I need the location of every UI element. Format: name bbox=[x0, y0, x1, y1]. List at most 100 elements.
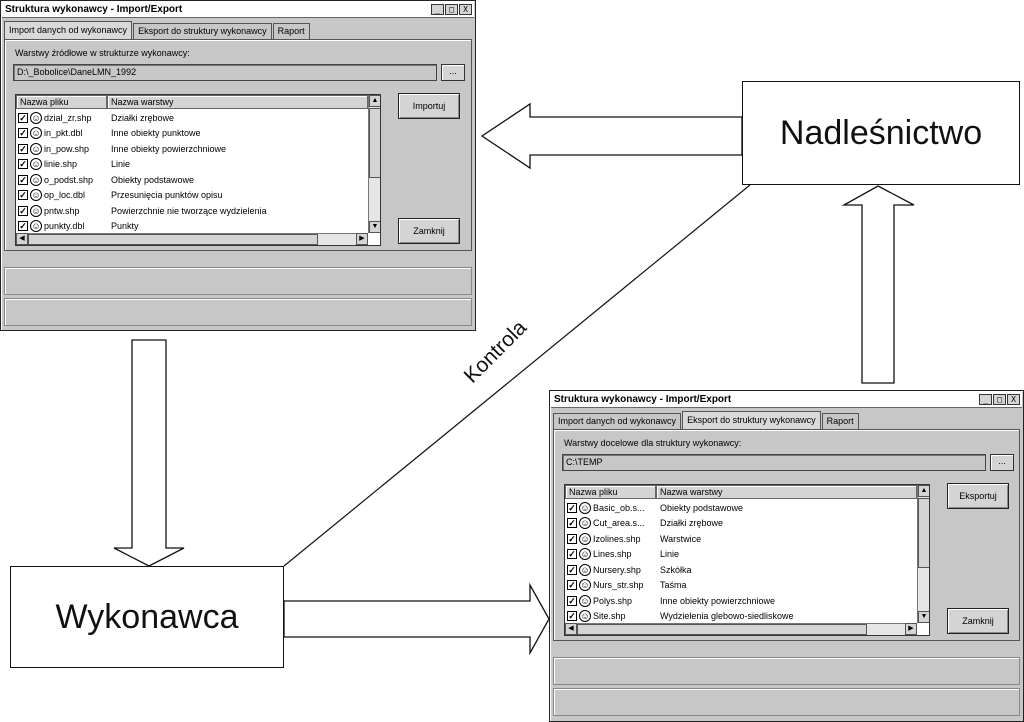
window-titlebar[interactable]: Struktura wykonawcy - Import/Export _□X bbox=[551, 392, 1022, 408]
scroll-down-icon[interactable]: ▼ bbox=[369, 221, 380, 233]
layer-name: Linie bbox=[660, 549, 680, 560]
minimize-button[interactable]: _ bbox=[431, 4, 444, 15]
file-name: o_podst.shp bbox=[44, 174, 94, 185]
vertical-scrollbar[interactable]: ▲▼ bbox=[368, 95, 380, 233]
tab-export[interactable]: Eksport do struktury wykonawcy bbox=[133, 23, 272, 39]
horizontal-scrollbar[interactable]: ◀▶ bbox=[16, 233, 368, 245]
arrow-down-to-wykonawca bbox=[113, 339, 185, 567]
file-cell: ✓☺op_loc.dbl bbox=[16, 189, 107, 202]
list-item[interactable]: ✓☺Izolines.shp Warstwice bbox=[565, 531, 917, 547]
row-checkbox[interactable]: ✓ bbox=[18, 159, 28, 170]
smiley-icon: ☺ bbox=[579, 517, 591, 530]
tab-import[interactable]: Import danych od wykonawcy bbox=[4, 21, 133, 39]
window-controls: _□X bbox=[979, 394, 1020, 405]
horizontal-scrollbar[interactable]: ◀▶ bbox=[565, 623, 917, 635]
column-header-file[interactable]: Nazwa pliku bbox=[16, 95, 107, 109]
browse-button[interactable]: ... bbox=[441, 64, 465, 81]
row-checkbox[interactable]: ✓ bbox=[18, 174, 28, 185]
row-checkbox[interactable]: ✓ bbox=[567, 611, 577, 622]
list-item[interactable]: ✓☺Cut_area.s...Działki zrębowe bbox=[565, 516, 917, 532]
maximize-button[interactable]: □ bbox=[993, 394, 1006, 405]
close-window-button[interactable]: X bbox=[1007, 394, 1020, 405]
tab-report[interactable]: Raport bbox=[821, 413, 859, 429]
row-checkbox[interactable]: ✓ bbox=[567, 564, 577, 575]
file-name: Polys.shp bbox=[593, 595, 633, 606]
close-button[interactable]: Zamknij bbox=[398, 218, 460, 244]
window-title: Struktura wykonawcy - Import/Export bbox=[554, 394, 732, 405]
browse-button[interactable]: ... bbox=[990, 454, 1014, 471]
tab-panel: Warstwy źródłowe w strukturze wykonawcy:… bbox=[4, 39, 472, 251]
layer-name: Przesunięcia punktów opisu bbox=[111, 190, 223, 201]
row-checkbox[interactable]: ✓ bbox=[567, 580, 577, 591]
scroll-right-icon[interactable]: ▶ bbox=[905, 623, 917, 635]
primary-action-button[interactable]: Eksportuj bbox=[947, 483, 1009, 509]
row-checkbox[interactable]: ✓ bbox=[567, 533, 577, 544]
maximize-button[interactable]: □ bbox=[445, 4, 458, 15]
file-name: Izolines.shp bbox=[593, 533, 641, 544]
layer-name: Warstwice bbox=[660, 533, 702, 544]
scroll-right-icon[interactable]: ▶ bbox=[356, 233, 368, 245]
row-checkbox[interactable]: ✓ bbox=[567, 502, 577, 513]
scroll-up-icon[interactable]: ▲ bbox=[369, 95, 380, 107]
scroll-left-icon[interactable]: ◀ bbox=[16, 233, 28, 245]
tab-report[interactable]: Raport bbox=[272, 23, 310, 39]
primary-action-button[interactable]: Importuj bbox=[398, 93, 460, 119]
close-button[interactable]: Zamknij bbox=[947, 608, 1009, 634]
row-checkbox[interactable]: ✓ bbox=[18, 143, 28, 154]
layer-name: Obiekty podstawowe bbox=[660, 502, 744, 513]
hscroll-thumb[interactable] bbox=[577, 624, 867, 635]
file-cell: ✓☺Izolines.shp bbox=[565, 532, 656, 545]
file-cell: ✓☺Basic_ob.s... bbox=[565, 501, 656, 514]
list-item[interactable]: ✓☺op_loc.dbl Przesunięcia punktów opisu bbox=[16, 188, 368, 204]
scroll-thumb[interactable] bbox=[918, 498, 929, 568]
row-checkbox[interactable]: ✓ bbox=[18, 112, 28, 123]
row-checkbox[interactable]: ✓ bbox=[18, 221, 28, 232]
status-bar-1 bbox=[4, 267, 472, 295]
node-nadlesnictwo: Nadleśnictwo bbox=[742, 81, 1020, 185]
smiley-icon: ☺ bbox=[30, 189, 42, 202]
hscroll-thumb[interactable] bbox=[28, 234, 318, 245]
scroll-down-icon[interactable]: ▼ bbox=[918, 611, 929, 623]
vertical-scrollbar[interactable]: ▲▼ bbox=[917, 485, 929, 623]
file-name: Cut_area.s... bbox=[593, 518, 645, 529]
row-checkbox[interactable]: ✓ bbox=[18, 190, 28, 201]
row-checkbox[interactable]: ✓ bbox=[567, 549, 577, 560]
layer-name: Działki zrębowe bbox=[111, 112, 175, 123]
column-header-file[interactable]: Nazwa pliku bbox=[565, 485, 656, 499]
row-checkbox[interactable]: ✓ bbox=[18, 128, 28, 139]
kontrola-line bbox=[283, 184, 751, 567]
minimize-button[interactable]: _ bbox=[979, 394, 992, 405]
file-cell: ✓☺punkty.dbl bbox=[16, 220, 107, 233]
layer-name: Taśma bbox=[660, 580, 687, 591]
path-input[interactable]: D:\_Bobolice\DaneLMN_1992 bbox=[13, 64, 437, 81]
smiley-icon: ☺ bbox=[30, 127, 42, 140]
column-header-layer[interactable]: Nazwa warstwy bbox=[656, 485, 917, 499]
path-input[interactable]: C:\TEMP bbox=[562, 454, 986, 471]
scroll-left-icon[interactable]: ◀ bbox=[565, 623, 577, 635]
window-titlebar[interactable]: Struktura wykonawcy - Import/Export_□X bbox=[2, 2, 474, 18]
tab-export[interactable]: Eksport do struktury wykonawcy bbox=[682, 411, 821, 429]
tab-import[interactable]: Import danych od wykonawcy bbox=[553, 413, 682, 429]
row-checkbox[interactable]: ✓ bbox=[567, 595, 577, 606]
scroll-thumb[interactable] bbox=[369, 108, 380, 178]
close-window-button[interactable]: X bbox=[459, 4, 472, 15]
row-checkbox[interactable]: ✓ bbox=[567, 518, 577, 529]
column-header-layer[interactable]: Nazwa warstwy bbox=[107, 95, 368, 109]
row-checkbox[interactable]: ✓ bbox=[18, 205, 28, 216]
list-item[interactable]: ✓☺Basic_ob.s... Obiekty podstawowe bbox=[565, 500, 917, 516]
scroll-up-icon[interactable]: ▲ bbox=[918, 485, 929, 497]
